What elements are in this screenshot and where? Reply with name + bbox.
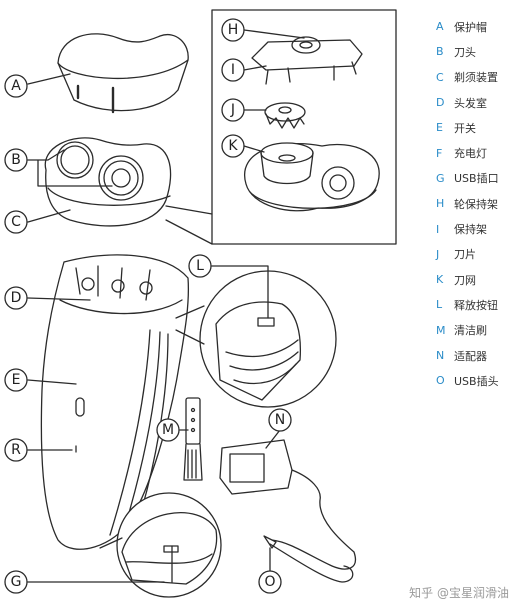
legend-item: H 轮保持架 bbox=[436, 191, 516, 216]
callout-o-circle bbox=[258, 570, 282, 594]
legend-name: 释放按钮 bbox=[454, 298, 498, 312]
adapter-and-cable bbox=[219, 439, 357, 583]
callout-l-circle bbox=[188, 254, 212, 278]
cleaning-brush bbox=[183, 397, 203, 481]
callout-h: H bbox=[228, 22, 239, 38]
legend-item: N 适配器 bbox=[436, 343, 516, 368]
legend-name: 头发室 bbox=[454, 96, 487, 110]
legend-name: 适配器 bbox=[454, 349, 487, 363]
callout-o: O bbox=[264, 574, 275, 590]
legend-code: I bbox=[436, 222, 440, 236]
legend-item: B 刀头 bbox=[436, 39, 516, 64]
legend-item: O USB插头 bbox=[436, 368, 516, 393]
legend-name: 轮保持架 bbox=[454, 197, 498, 211]
legend-item: E 开关 bbox=[436, 115, 516, 140]
callout-g: G bbox=[11, 574, 22, 590]
legend-item: A 保护帽 bbox=[436, 14, 516, 39]
callout-c: C bbox=[11, 214, 21, 230]
callout-j: J bbox=[230, 102, 235, 118]
legend-item: L 释放按钮 bbox=[436, 292, 516, 317]
legend-name: 刀头 bbox=[454, 45, 476, 59]
legend-name: USB插头 bbox=[454, 374, 499, 388]
callout-j-circle bbox=[221, 98, 245, 122]
parts-legend: A 保护帽 B 刀头 C 剃须装置 D 头发室 E 开关 F 充电灯 G USB插口 H 轮保持… bbox=[436, 14, 516, 393]
legend-code: H bbox=[436, 197, 445, 211]
release-button-zoom bbox=[175, 270, 337, 408]
callout-k: K bbox=[228, 138, 238, 154]
callout-m: M bbox=[162, 422, 174, 438]
callout-i-circle bbox=[221, 58, 245, 82]
legend-code: K bbox=[436, 273, 444, 287]
watermark: 知乎 @宝星润滑油 bbox=[409, 586, 509, 600]
callout-c-circle bbox=[4, 210, 28, 234]
leader-lines bbox=[27, 29, 305, 583]
callout-i: I bbox=[231, 62, 235, 78]
legend-code: F bbox=[436, 146, 443, 160]
callout-r: R bbox=[11, 442, 21, 458]
callout-h-circle bbox=[221, 18, 245, 42]
callout-g-circle bbox=[4, 570, 28, 594]
callout-k-circle bbox=[221, 134, 245, 158]
legend-name: 保护帽 bbox=[454, 20, 487, 34]
legend-item: M 清洁刷 bbox=[436, 318, 516, 343]
legend-code: A bbox=[436, 20, 444, 34]
legend-name: 清洁刷 bbox=[454, 324, 487, 338]
legend-name: 刀网 bbox=[454, 273, 476, 287]
legend-code: C bbox=[436, 70, 444, 84]
exploded-parts-box bbox=[211, 9, 397, 245]
legend-name: 剃须装置 bbox=[454, 71, 498, 85]
shaving-unit bbox=[44, 137, 172, 227]
callout-a: A bbox=[11, 78, 21, 94]
legend-name: USB插口 bbox=[454, 172, 499, 186]
legend-code: J bbox=[436, 247, 440, 261]
legend-name: 开关 bbox=[454, 121, 476, 135]
callout-b: B bbox=[11, 152, 21, 168]
legend-item: K 刀网 bbox=[436, 267, 516, 292]
legend-item: I 保持架 bbox=[436, 216, 516, 241]
legend-item: D 头发室 bbox=[436, 90, 516, 115]
legend-code: O bbox=[436, 374, 445, 388]
legend-item: C 剃须装置 bbox=[436, 65, 516, 90]
callout-b-circle bbox=[4, 148, 28, 172]
legend-name: 充电灯 bbox=[454, 147, 487, 161]
callout-n: N bbox=[275, 412, 285, 428]
callout-m-circle bbox=[156, 418, 180, 442]
callout-e: E bbox=[12, 372, 21, 388]
callout-r-circle bbox=[4, 438, 28, 462]
legend-name: 刀片 bbox=[454, 248, 476, 262]
callout-e-circle bbox=[4, 368, 28, 392]
callout-n-circle bbox=[268, 408, 292, 432]
legend-code: B bbox=[436, 45, 444, 59]
protective-cap bbox=[57, 33, 189, 114]
callout-d: D bbox=[11, 290, 22, 306]
legend-item: F 充电灯 bbox=[436, 140, 516, 165]
callout-l: L bbox=[196, 258, 204, 274]
legend-code: E bbox=[436, 121, 443, 135]
callout-d-circle bbox=[4, 286, 28, 310]
legend-code: N bbox=[436, 349, 445, 362]
legend-name: 保持架 bbox=[454, 223, 487, 237]
usb-socket-zoom bbox=[99, 492, 222, 598]
callout-a-circle bbox=[4, 74, 28, 98]
legend-item: G USB插口 bbox=[436, 166, 516, 191]
legend-code: L bbox=[436, 298, 443, 312]
legend-code: M bbox=[436, 323, 446, 337]
legend-code: D bbox=[436, 96, 445, 110]
legend-code: G bbox=[436, 171, 445, 185]
legend-item: J 刀片 bbox=[436, 242, 516, 267]
